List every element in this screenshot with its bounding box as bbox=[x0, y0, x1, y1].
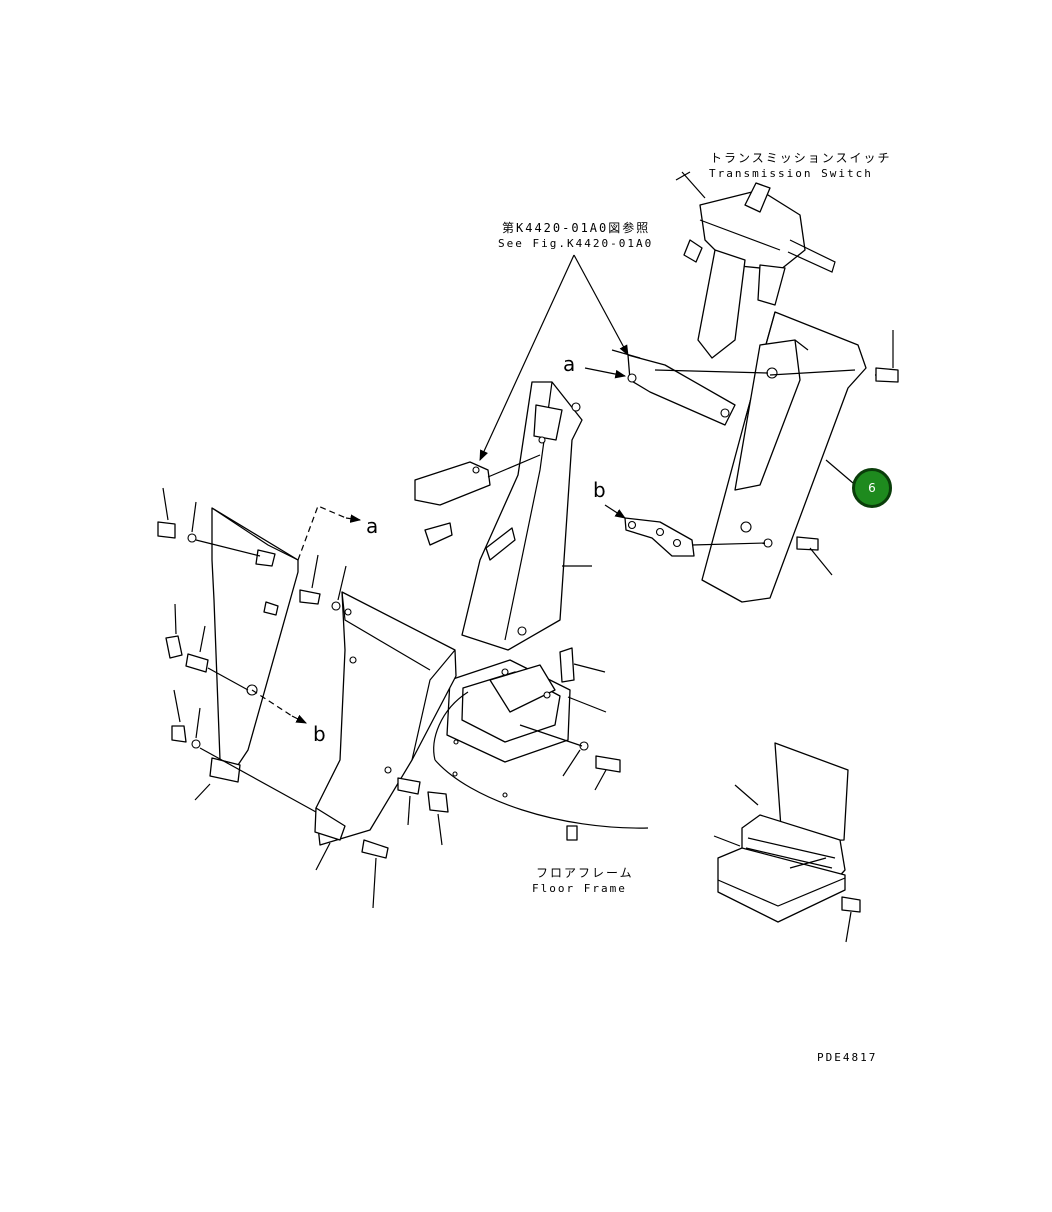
small-bracket bbox=[414, 454, 541, 546]
left-front-cover bbox=[314, 591, 457, 871]
center-support-column bbox=[461, 381, 592, 651]
reference-letter-b-left: b bbox=[313, 722, 326, 746]
fasteners-left bbox=[157, 487, 449, 909]
transmission-switch-label-en: Transmission Switch bbox=[709, 167, 873, 180]
floor-frame-label-jp: フロアフレーム bbox=[536, 866, 634, 880]
transmission-switch bbox=[675, 171, 836, 359]
see-fig-label-en: See Fig.K4420-01A0 bbox=[498, 237, 654, 250]
drawing-code: PDE4817 bbox=[817, 1051, 878, 1064]
reference-letter-b-top: b bbox=[593, 478, 606, 502]
mount-base bbox=[446, 647, 621, 791]
left-rear-cover bbox=[194, 507, 299, 801]
right-console-cover bbox=[701, 311, 899, 603]
reference-letter-a-top: a bbox=[563, 352, 576, 376]
bracket-b bbox=[624, 517, 766, 557]
transmission-switch-label-jp: トランスミッションスイッチ bbox=[710, 151, 892, 165]
leader-lines bbox=[251, 254, 629, 724]
reference-letter-a-left: a bbox=[366, 514, 379, 538]
floor-frame bbox=[433, 691, 649, 841]
floor-frame-label-en: Floor Frame bbox=[532, 882, 627, 895]
part-callout-6[interactable]: 6 bbox=[852, 468, 892, 508]
bracket-a bbox=[611, 349, 769, 426]
lever-boot bbox=[713, 742, 861, 943]
see-fig-label-jp: 第K4420-01A0図参照 bbox=[502, 221, 651, 235]
